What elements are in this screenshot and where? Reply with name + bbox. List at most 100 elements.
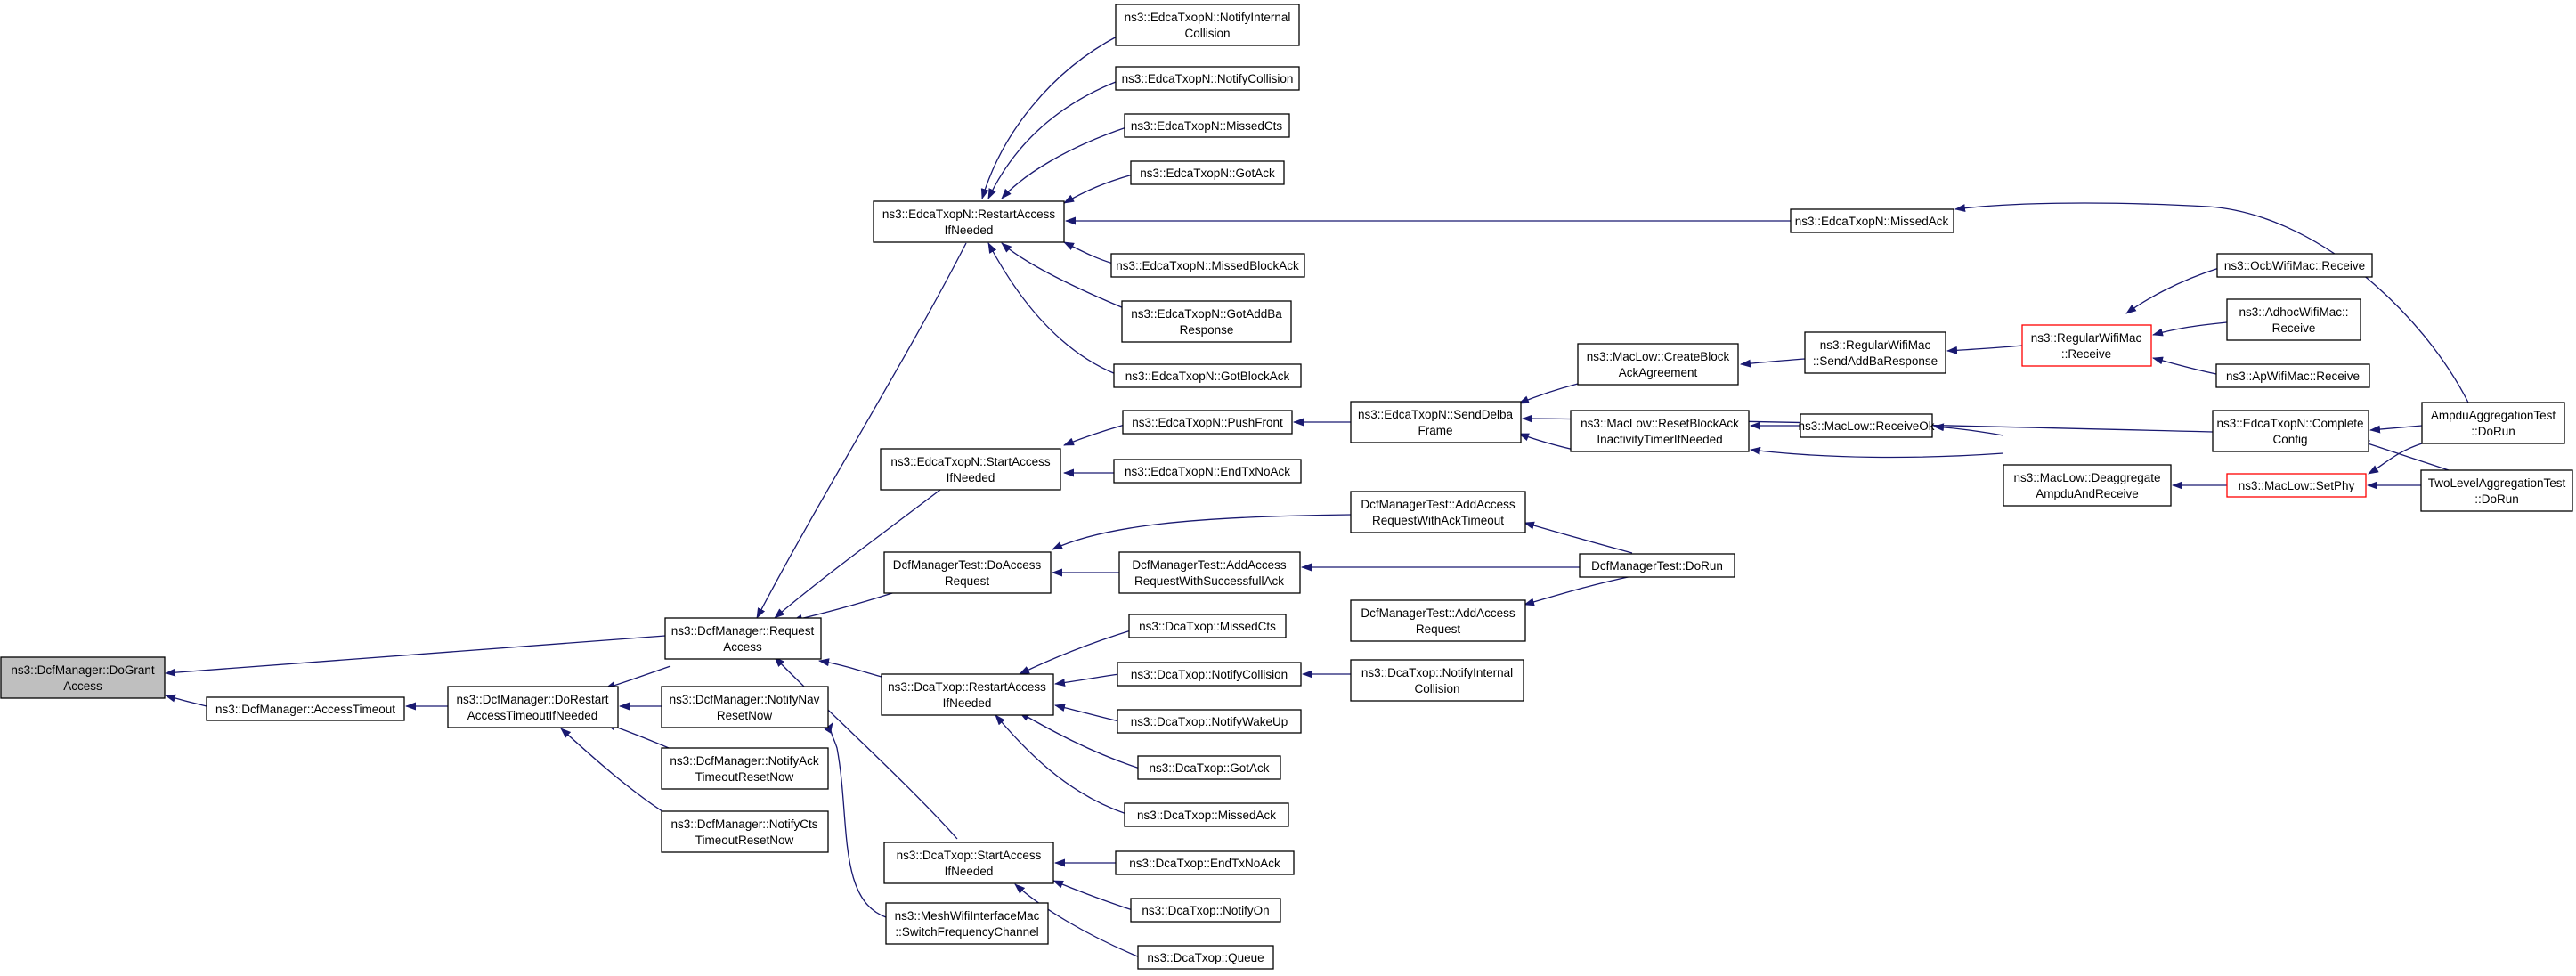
node-dcfmanager-accesstimeout[interactable]: ns3::DcfManager::AccessTimeout (206, 696, 405, 721)
node-edcatxopn-missedblockack[interactable]: ns3::EdcaTxopN::MissedBlockAck (1110, 253, 1305, 278)
svg-text:ns3::MacLow::ReceiveOk: ns3::MacLow::ReceiveOk (1798, 419, 1934, 433)
edge-deaggregate-to-receive-ok (1933, 423, 2004, 436)
edge-dca-missed-cts-to-dca-restart (1019, 630, 1132, 675)
edge-missed-cts-to-edca-restart (1001, 126, 1127, 199)
node-edcatxopn-pushfront[interactable]: ns3::EdcaTxopN::PushFront (1122, 410, 1293, 435)
node-edcatxopn-startaccessifneeded[interactable]: ns3::EdcaTxopN::StartAccess IfNeeded (880, 448, 1061, 491)
node-dcatxop-missedcts[interactable]: ns3::DcaTxop::MissedCts (1128, 614, 1287, 638)
edge-dca-notify-collision-to-dca-restart (1054, 673, 1120, 687)
svg-text:ns3::EdcaTxopN::NotifyInternal: ns3::EdcaTxopN::NotifyInternal (1125, 11, 1291, 24)
svg-text:ns3::DcaTxop::NotifyWakeUp: ns3::DcaTxop::NotifyWakeUp (1131, 715, 1288, 728)
node-edcatxopn-gotblockack[interactable]: ns3::EdcaTxopN::GotBlockAck (1113, 363, 1302, 388)
node-maclow-setphy[interactable]: ns3::MacLow::SetPhy (2226, 473, 2367, 498)
edge-got-ack-to-edca-restart (1063, 174, 1134, 204)
node-dcatxop-gotack[interactable]: ns3::DcaTxop::GotAck (1137, 755, 1281, 780)
svg-text:ns3::EdcaTxopN::SendDelba: ns3::EdcaTxopN::SendDelba (1358, 408, 1514, 421)
node-dcfmanagertest-addaccessrequestwithsuccessfullack[interactable]: DcfManagerTest::AddAccess RequestWithSuc… (1118, 551, 1301, 594)
node-ampduaggregationtest-dorun[interactable]: AmpduAggregationTest ::DoRun (2421, 402, 2565, 444)
svg-text:ns3::DcaTxop::Queue: ns3::DcaTxop::Queue (1147, 951, 1264, 964)
edge-access-timeout-to-root (165, 694, 207, 707)
svg-text:ns3::MacLow::SetPhy: ns3::MacLow::SetPhy (2239, 479, 2355, 492)
node-maclow-resetblockackinactivitytimerifneeded[interactable]: ns3::MacLow::ResetBlockAck InactivityTim… (1570, 410, 1750, 452)
node-edcatxopn-notifyinternalcollision[interactable]: ns3::EdcaTxopN::NotifyInternal Collision (1115, 4, 1300, 46)
edge-ampdu-to-set-phy (2368, 443, 2423, 475)
node-edcatxopn-missedcts[interactable]: ns3::EdcaTxopN::MissedCts (1124, 113, 1290, 138)
node-edcatxopn-missedack[interactable]: ns3::EdcaTxopN::MissedAck (1790, 208, 1954, 233)
edge-dca-notify-wakeup-to-dca-restart (1054, 704, 1120, 722)
node-edcatxopn-gotack[interactable]: ns3::EdcaTxopN::GotAck (1130, 160, 1285, 185)
edge-ap-to-regular-receive (2152, 356, 2217, 375)
svg-text:Frame: Frame (1418, 424, 1452, 437)
node-dcatxop-queue[interactable]: ns3::DcaTxop::Queue (1137, 945, 1274, 970)
svg-text:TwoLevelAggregationTest: TwoLevelAggregationTest (2428, 476, 2566, 490)
node-edcatxopn-endtxnoack[interactable]: ns3::EdcaTxopN::EndTxNoAck (1113, 459, 1302, 484)
node-regularwifimac-receive[interactable]: ns3::RegularWifiMac ::Receive (2021, 324, 2152, 367)
node-dcfmanager-dogrant-access[interactable]: ns3::DcfManager::DoGrant Access (0, 656, 166, 699)
svg-text:ns3::EdcaTxopN::StartAccess: ns3::EdcaTxopN::StartAccess (890, 455, 1051, 468)
node-dcfmanagertest-doaccessrequest[interactable]: DcfManagerTest::DoAccess Request (883, 551, 1052, 594)
node-dcatxop-restartaccessifneeded[interactable]: ns3::DcaTxop::RestartAccess IfNeeded (881, 673, 1054, 716)
node-dcfmanagertest-dorun[interactable]: DcfManagerTest::DoRun (1579, 553, 1735, 578)
node-dcatxop-notifyon[interactable]: ns3::DcaTxop::NotifyOn (1130, 898, 1281, 923)
svg-text:ns3::OcbWifiMac::Receive: ns3::OcbWifiMac::Receive (2224, 259, 2365, 272)
node-dcfmanagertest-addaccessrequestwithacktimeout[interactable]: DcfManagerTest::AddAccess RequestWithAck… (1350, 491, 1526, 533)
svg-text:DcfManagerTest::AddAccess: DcfManagerTest::AddAccess (1361, 498, 1516, 511)
node-dcatxop-missedack[interactable]: ns3::DcaTxop::MissedAck (1124, 802, 1289, 827)
edge-request-access-to-do-restart (605, 665, 671, 689)
svg-text:DcfManagerTest::DoAccess: DcfManagerTest::DoAccess (893, 558, 1042, 572)
svg-text:ns3::DcfManager::NotifyNav: ns3::DcfManager::NotifyNav (670, 693, 820, 706)
edge-ampdu-to-missed-ack (1954, 202, 2469, 403)
node-maclow-deaggregateampduandreceive[interactable]: ns3::MacLow::Deaggregate AmpduAndReceive (2003, 464, 2172, 507)
node-dcatxop-notifyinternalcollision[interactable]: ns3::DcaTxop::NotifyInternal Collision (1350, 659, 1524, 702)
svg-text:ns3::EdcaTxopN::Complete: ns3::EdcaTxopN::Complete (2216, 417, 2363, 430)
node-dcatxop-notifycollision[interactable]: ns3::DcaTxop::NotifyCollision (1117, 662, 1302, 687)
node-maclow-createblockackagreement[interactable]: ns3::MacLow::CreateBlock AckAgreement (1577, 343, 1739, 386)
node-dcfmanager-notifynav-resetnow[interactable]: ns3::DcfManager::NotifyNav ResetNow (661, 686, 829, 728)
node-dcatxop-notifywakeup[interactable]: ns3::DcaTxop::NotifyWakeUp (1117, 709, 1302, 734)
svg-text:::Receive: ::Receive (2061, 347, 2111, 361)
svg-text:ns3::DcaTxop::MissedCts: ns3::DcaTxop::MissedCts (1139, 620, 1276, 633)
svg-text:TimeoutResetNow: TimeoutResetNow (695, 834, 794, 847)
edge-ampdu-to-complete-config (2369, 425, 2423, 434)
node-apwifimac-receive[interactable]: ns3::ApWifiMac::Receive (2215, 363, 2370, 388)
node-ocbwifimac-receive[interactable]: ns3::OcbWifiMac::Receive (2216, 253, 2373, 278)
node-edcatxopn-gotaddbaresponse[interactable]: ns3::EdcaTxopN::GotAddBa Response (1121, 300, 1292, 343)
edge-missed-block-ack-to-edca-restart (1063, 241, 1114, 264)
node-dcatxop-startaccessifneeded[interactable]: ns3::DcaTxop::StartAccess IfNeeded (883, 842, 1054, 884)
node-meshwifiinterfacemac-switchfrequencychannel[interactable]: ns3::MeshWifiInterfaceMac ::SwitchFreque… (885, 902, 1049, 945)
svg-text:ns3::DcaTxop::RestartAccess: ns3::DcaTxop::RestartAccess (888, 680, 1046, 694)
edge-dorun-to-add-timeout (1524, 521, 1633, 554)
edge-adhoc-to-regular-receive (2152, 321, 2228, 337)
node-maclow-receiveok[interactable]: ns3::MacLow::ReceiveOk (1798, 413, 1935, 438)
node-edcatxopn-completeconfig[interactable]: ns3::EdcaTxopN::Complete Config (2212, 410, 2369, 452)
node-dcatxop-endtxnoack[interactable]: ns3::DcaTxop::EndTxNoAck (1115, 850, 1295, 875)
node-dcfmanager-notifycts-timeoutresetnow[interactable]: ns3::DcfManager::NotifyCts TimeoutResetN… (661, 810, 829, 853)
nodes: ns3::DcfManager::DoGrant Access ns3::Dcf… (0, 4, 2573, 970)
svg-text:::SendAddBaResponse: ::SendAddBaResponse (1813, 354, 1938, 368)
node-dcfmanager-notifyack-timeoutresetnow[interactable]: ns3::DcfManager::NotifyAck TimeoutResetN… (661, 747, 829, 790)
node-twolevelaggregationtest-dorun[interactable]: TwoLevelAggregationTest ::DoRun (2420, 469, 2573, 512)
node-regularwifimac-sendaddbaresponse[interactable]: ns3::RegularWifiMac ::SendAddBaResponse (1804, 331, 1946, 374)
node-edcatxopn-senddelbaframe[interactable]: ns3::EdcaTxopN::SendDelba Frame (1350, 401, 1522, 443)
edge-dca-notify-on-to-dca-start (1052, 880, 1134, 911)
edge-got-addba-to-edca-restart (1001, 242, 1125, 309)
node-dcfmanager-request-access[interactable]: ns3::DcfManager::Request Access (664, 617, 822, 660)
node-adhocwifimac-receive[interactable]: ns3::AdhocWifiMac:: Receive (2226, 298, 2361, 341)
node-dcfmanager-dorestart-accesstimeoutifneeded[interactable]: ns3::DcfManager::DoRestart AccessTimeout… (447, 686, 619, 728)
svg-text:Request: Request (945, 574, 990, 588)
svg-text:ns3::DcaTxop::EndTxNoAck: ns3::DcaTxop::EndTxNoAck (1129, 857, 1280, 870)
svg-text:ns3::MeshWifiInterfaceMac: ns3::MeshWifiInterfaceMac (895, 909, 1040, 923)
svg-text:ns3::ApWifiMac::Receive: ns3::ApWifiMac::Receive (2226, 370, 2360, 383)
node-edcatxopn-restartaccessifneeded[interactable]: ns3::EdcaTxopN::RestartAccess IfNeeded (873, 200, 1065, 243)
node-edcatxopn-notifycollision[interactable]: ns3::EdcaTxopN::NotifyCollision (1115, 66, 1300, 91)
svg-text:AccessTimeoutIfNeeded: AccessTimeoutIfNeeded (467, 709, 598, 722)
svg-text:Response: Response (1180, 323, 1234, 337)
svg-text:::DoRun: ::DoRun (2471, 425, 2515, 438)
edge-ocb-to-regular-receive (2125, 267, 2220, 314)
node-dcfmanagertest-addaccessrequest[interactable]: DcfManagerTest::AddAccess Request (1350, 599, 1526, 642)
edge-notify-collision-to-edca-restart (987, 79, 1121, 199)
svg-text:IfNeeded: IfNeeded (943, 696, 992, 710)
svg-text:AmpduAndReceive: AmpduAndReceive (2036, 487, 2139, 500)
svg-text:ns3::MacLow::Deaggregate: ns3::MacLow::Deaggregate (2013, 471, 2160, 484)
svg-text:ns3::EdcaTxopN::RestartAccess: ns3::EdcaTxopN::RestartAccess (882, 207, 1056, 221)
